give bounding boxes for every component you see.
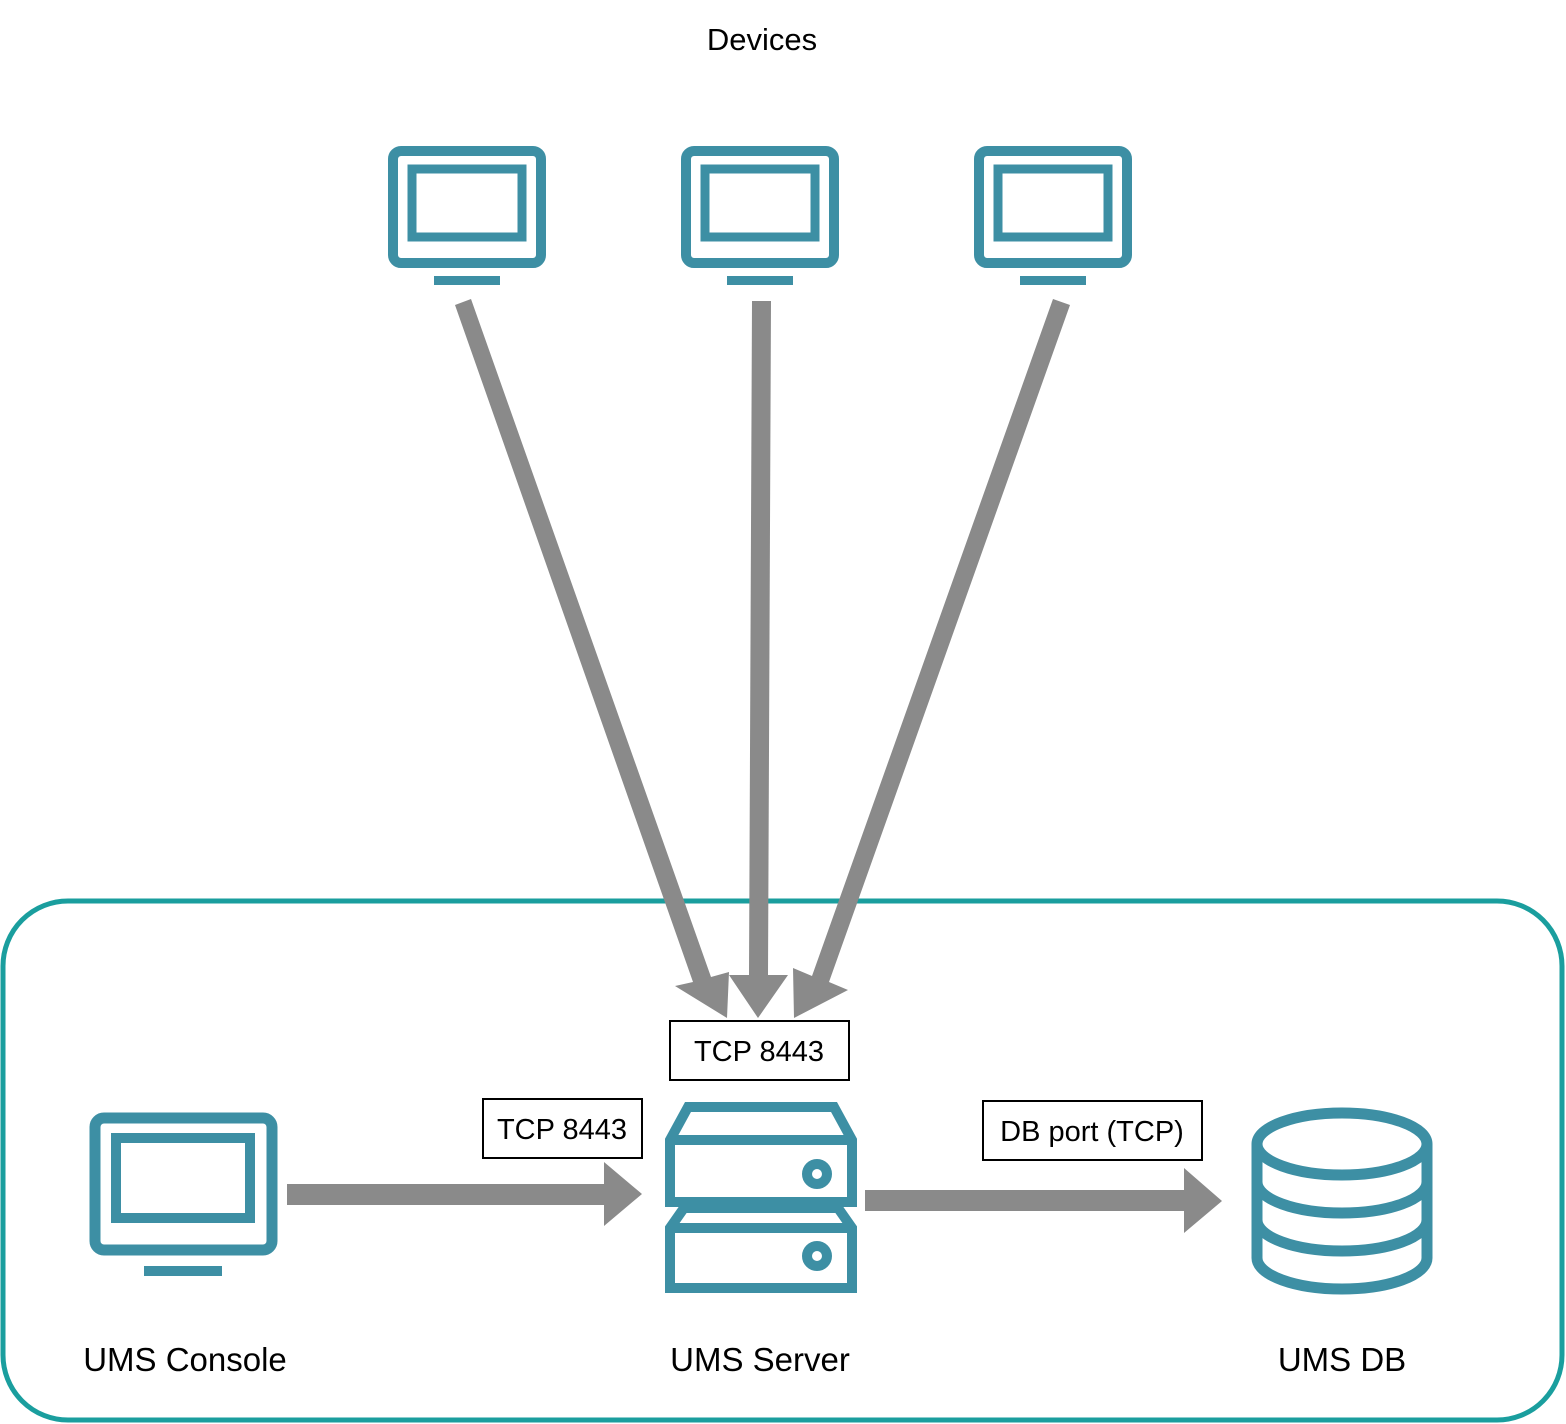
server-icon: [665, 1102, 857, 1293]
ums-server-node: UMS Server: [665, 1102, 857, 1378]
device-arrow-3: [793, 299, 1070, 1018]
ums-db-label: UMS DB: [1278, 1341, 1406, 1378]
monitor-icon: [686, 151, 834, 263]
db-connection-label: DB port (TCP): [982, 1100, 1203, 1161]
console-connection-label: TCP 8443: [482, 1098, 643, 1159]
database-icon: [1251, 1107, 1433, 1295]
console-to-server-arrow: [287, 1162, 642, 1226]
device-arrow-1: [455, 299, 729, 1018]
monitor-stand: [727, 276, 793, 285]
devices-connection-label: TCP 8443: [669, 1020, 850, 1081]
db-connection-label-text: DB port (TCP): [1000, 1116, 1184, 1148]
monitor-icon: [979, 151, 1127, 263]
device-arrow-2: [729, 301, 788, 1018]
device-monitor-1: [393, 151, 541, 285]
console-connection-label-text: TCP 8443: [497, 1114, 627, 1146]
monitor-icon: [89, 1112, 278, 1256]
ums-console-node: UMS Console: [83, 1112, 287, 1378]
monitor-icon: [393, 151, 541, 263]
diagram-title: Devices: [707, 22, 817, 57]
server-to-db-arrow: [865, 1168, 1222, 1233]
device-monitor-3: [979, 151, 1127, 285]
devices-connection-label-text: TCP 8443: [694, 1036, 824, 1068]
ums-boundary: [0, 898, 1565, 1423]
monitor-stand: [144, 1266, 222, 1276]
monitor-stand: [434, 276, 500, 285]
ums-db-node: UMS DB: [1251, 1107, 1433, 1378]
device-monitor-2: [686, 151, 834, 285]
ums-server-label: UMS Server: [670, 1341, 850, 1378]
ums-console-label: UMS Console: [83, 1341, 287, 1378]
monitor-stand: [1020, 276, 1086, 285]
